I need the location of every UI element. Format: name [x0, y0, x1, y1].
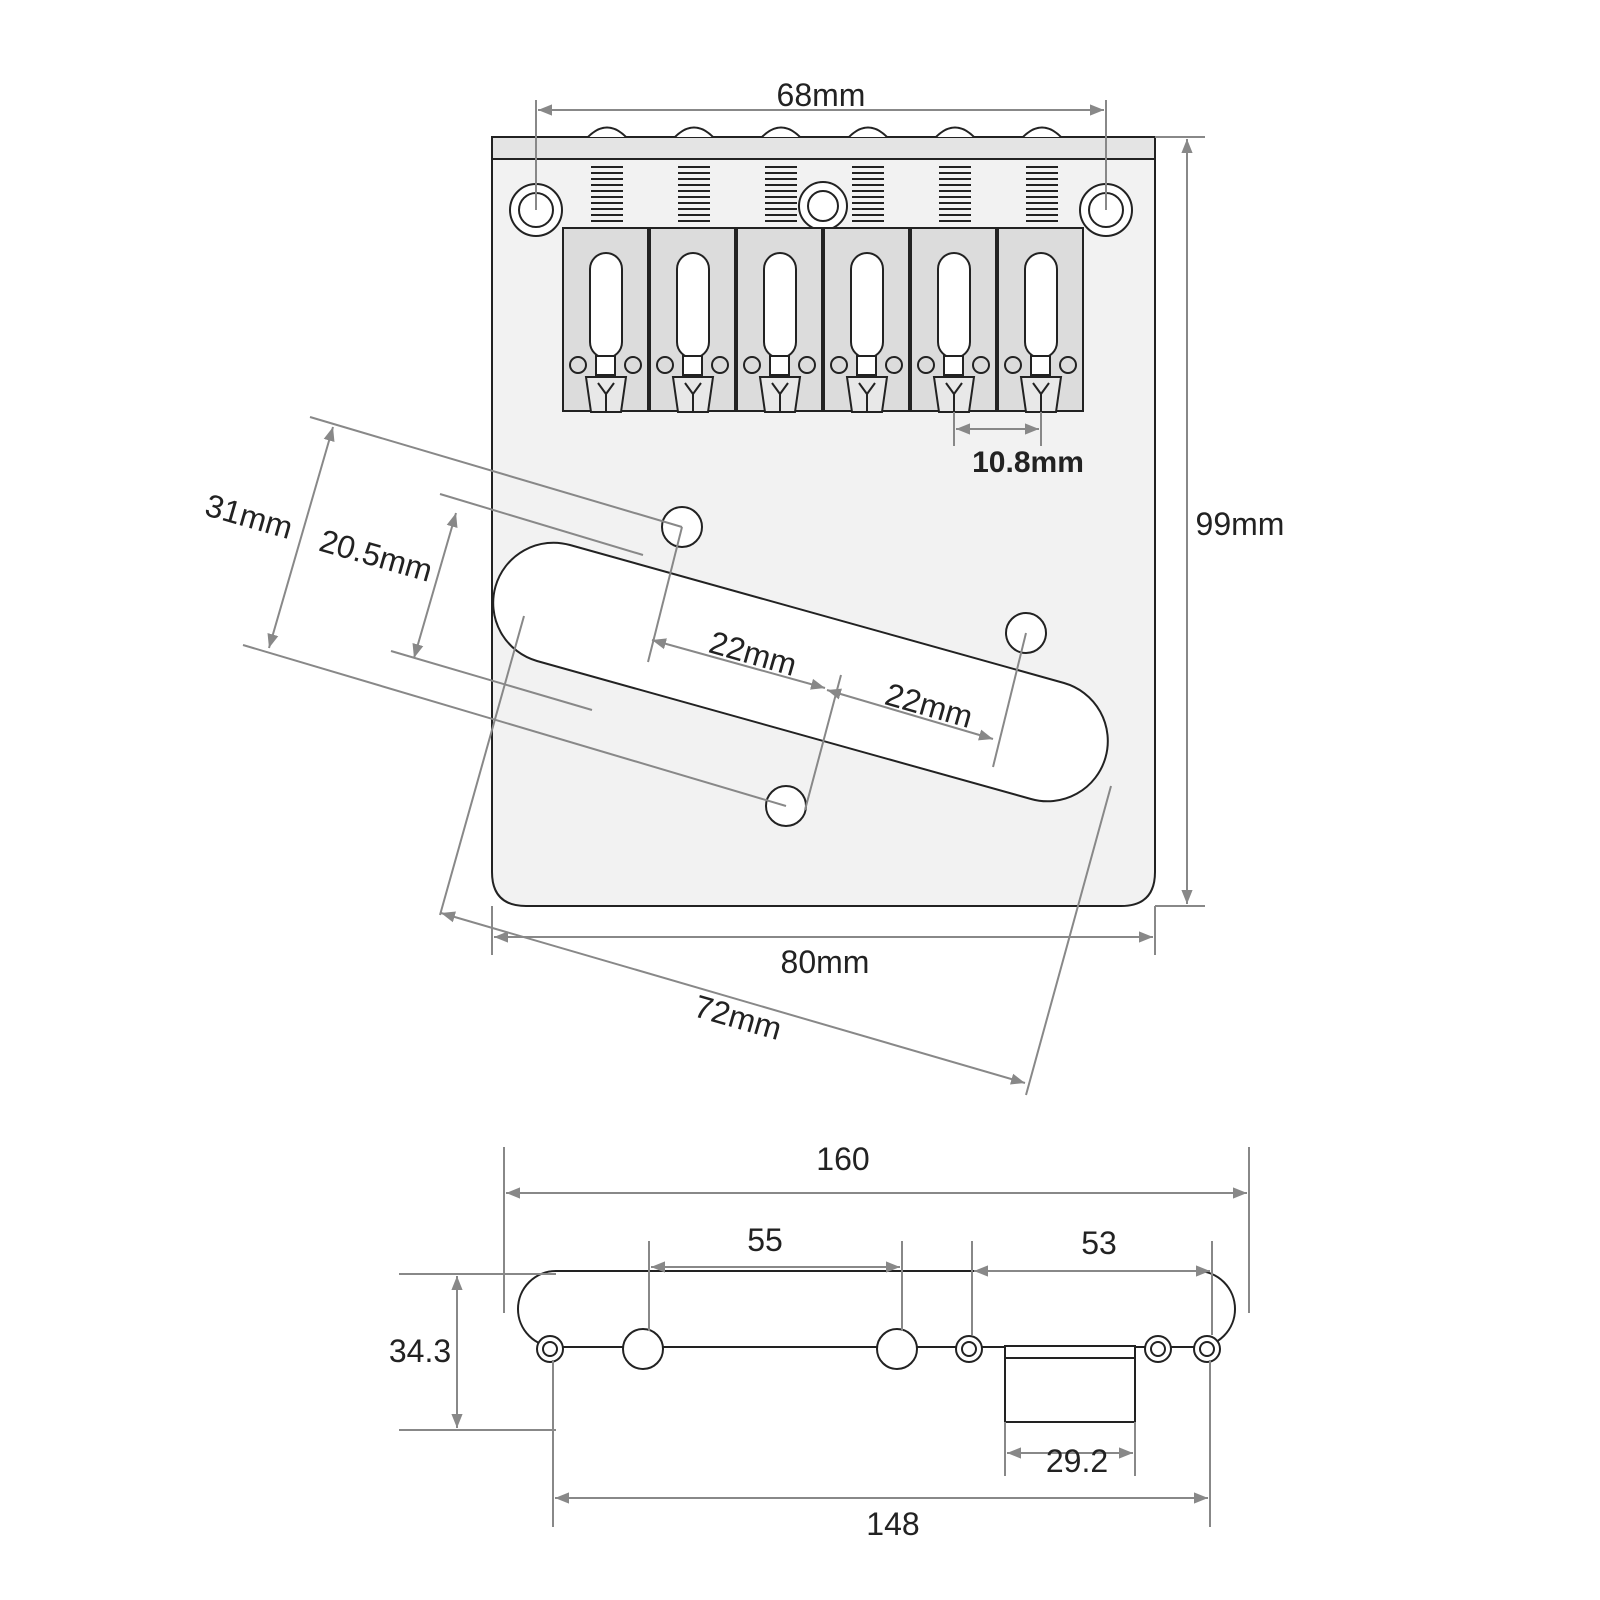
knob-hole-volume [622, 1328, 664, 1370]
control-plate-dimension-labels: 160 55 53 34.3 29.2 148 [389, 1141, 1117, 1542]
dim-label-34-3: 34.3 [389, 1333, 451, 1369]
dim-label-31mm: 31mm [201, 487, 296, 546]
saddle-6 [997, 227, 1084, 413]
switch-slot [1004, 1345, 1136, 1423]
dim-label-68mm: 68mm [777, 77, 866, 113]
dim-label-148: 148 [866, 1506, 919, 1542]
dim-label-29-2: 29.2 [1046, 1443, 1108, 1479]
bridge-back-lip [491, 136, 1156, 160]
dim-label-53: 53 [1081, 1225, 1117, 1261]
bridge-dimension-lines [242, 100, 1205, 1096]
intonation-springs [591, 166, 1058, 222]
dim-label-10-8mm: 10.8mm [972, 446, 1084, 479]
dim-label-99mm: 99mm [1196, 506, 1285, 542]
saddle-1 [562, 227, 649, 413]
saddle-2 [649, 227, 736, 413]
saddle-4 [823, 227, 910, 413]
control-plate [517, 1270, 1236, 1423]
bridge-plate [491, 126, 1156, 907]
intonation-screw-heads [587, 126, 1062, 138]
dim-label-55: 55 [747, 1222, 783, 1258]
control-plate-dimension-lines [399, 1147, 1250, 1527]
dim-label-72mm: 72mm [690, 988, 785, 1047]
knob-hole-tone [876, 1328, 918, 1370]
dim-label-80mm: 80mm [781, 944, 870, 980]
control-plate-outline [517, 1270, 1236, 1348]
saddle-3 [736, 227, 823, 413]
dim-label-20-5mm: 20.5mm [316, 522, 437, 588]
dim-label-160: 160 [816, 1141, 869, 1177]
saddle-5 [910, 227, 997, 413]
control-plate-holes [536, 1328, 1221, 1370]
